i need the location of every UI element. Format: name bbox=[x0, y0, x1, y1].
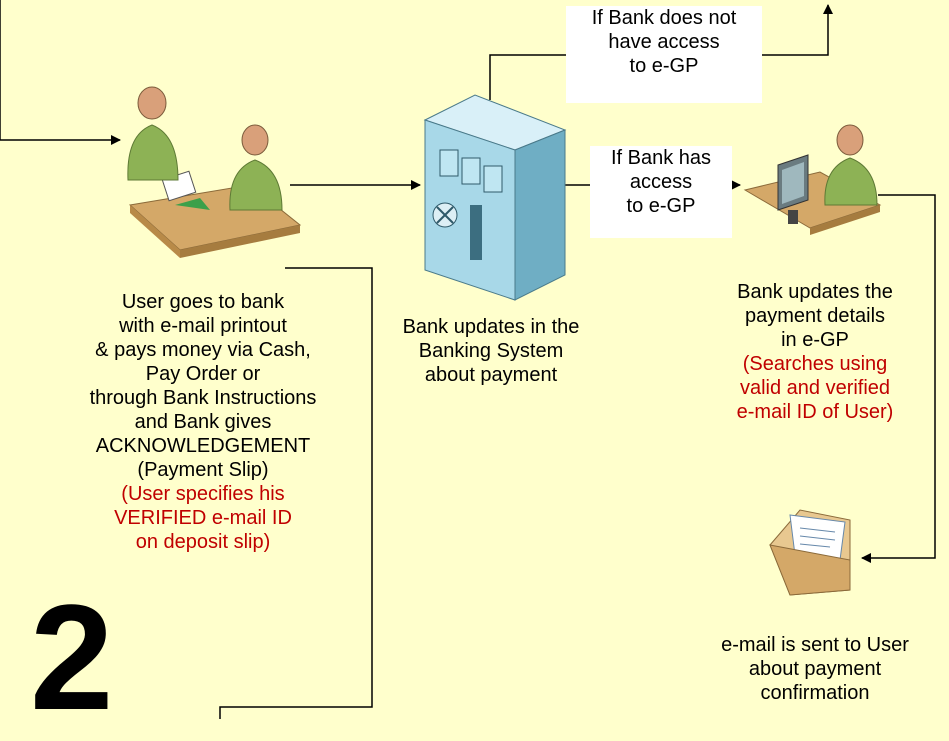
user-step-line: and Bank gives bbox=[134, 411, 272, 433]
user-step-line: Pay Order or bbox=[145, 363, 261, 385]
condition-no-access-line2: have access bbox=[608, 31, 720, 53]
bank-system-line: about payment bbox=[424, 364, 558, 386]
user-step-line: (Payment Slip) bbox=[137, 459, 269, 481]
email-step-line: confirmation bbox=[760, 682, 870, 704]
connector-user-down bbox=[219, 267, 373, 719]
user-step-line: & pays money via Cash, bbox=[95, 339, 311, 361]
email-step-text: e-mail is sent to User about payment con… bbox=[690, 633, 940, 705]
condition-access-line2: access bbox=[629, 171, 693, 193]
egp-step-note: valid and verified bbox=[739, 377, 891, 399]
condition-access-line1: If Bank has bbox=[610, 147, 712, 169]
user-step-line: with e-mail printout bbox=[119, 315, 287, 337]
user-step-text: User goes to bank with e-mail printout &… bbox=[48, 290, 358, 554]
user-step-note: (User specifies his bbox=[121, 483, 285, 505]
flow-diagram bbox=[0, 0, 936, 719]
user-step-line: ACKNOWLEDGEMENT bbox=[95, 435, 311, 457]
condition-no-access-line3: to e-GP bbox=[629, 55, 699, 77]
step-number: 2 bbox=[30, 573, 114, 741]
user-step-note: on deposit slip) bbox=[135, 531, 271, 553]
connector-egp-to-email bbox=[861, 194, 936, 563]
bank-safe-icon bbox=[423, 94, 567, 301]
egp-step-note: e-mail ID of User) bbox=[736, 401, 894, 423]
egp-step-line: payment details bbox=[744, 305, 886, 327]
email-step-line: about payment bbox=[748, 658, 882, 680]
bank-operator-computer-icon bbox=[743, 124, 882, 235]
user-at-bank-desk-icon bbox=[127, 86, 302, 258]
user-step-line: through Bank Instructions bbox=[89, 387, 317, 409]
user-step-line: User goes to bank bbox=[121, 291, 285, 313]
bank-system-line: Banking System bbox=[418, 340, 564, 362]
egp-step-note: (Searches using bbox=[742, 353, 888, 375]
email-step-line: e-mail is sent to User bbox=[721, 634, 909, 656]
email-envelope-icon bbox=[769, 509, 851, 596]
bank-system-step-text: Bank updates in the Banking System about… bbox=[366, 315, 616, 387]
condition-no-access-line1: If Bank does not bbox=[591, 7, 737, 29]
user-step-note: VERIFIED e-mail ID bbox=[114, 507, 292, 529]
egp-step-text: Bank updates the payment details in e-GP… bbox=[690, 280, 940, 424]
condition-access-line3: to e-GP bbox=[626, 195, 696, 217]
condition-access-label: If Bank has access to e-GP bbox=[590, 146, 732, 238]
bank-system-line: Bank updates in the bbox=[402, 316, 580, 338]
egp-step-line: Bank updates the bbox=[737, 281, 893, 303]
egp-step-line: in e-GP bbox=[781, 329, 849, 351]
condition-no-access-label: If Bank does not have access to e-GP bbox=[566, 6, 762, 103]
